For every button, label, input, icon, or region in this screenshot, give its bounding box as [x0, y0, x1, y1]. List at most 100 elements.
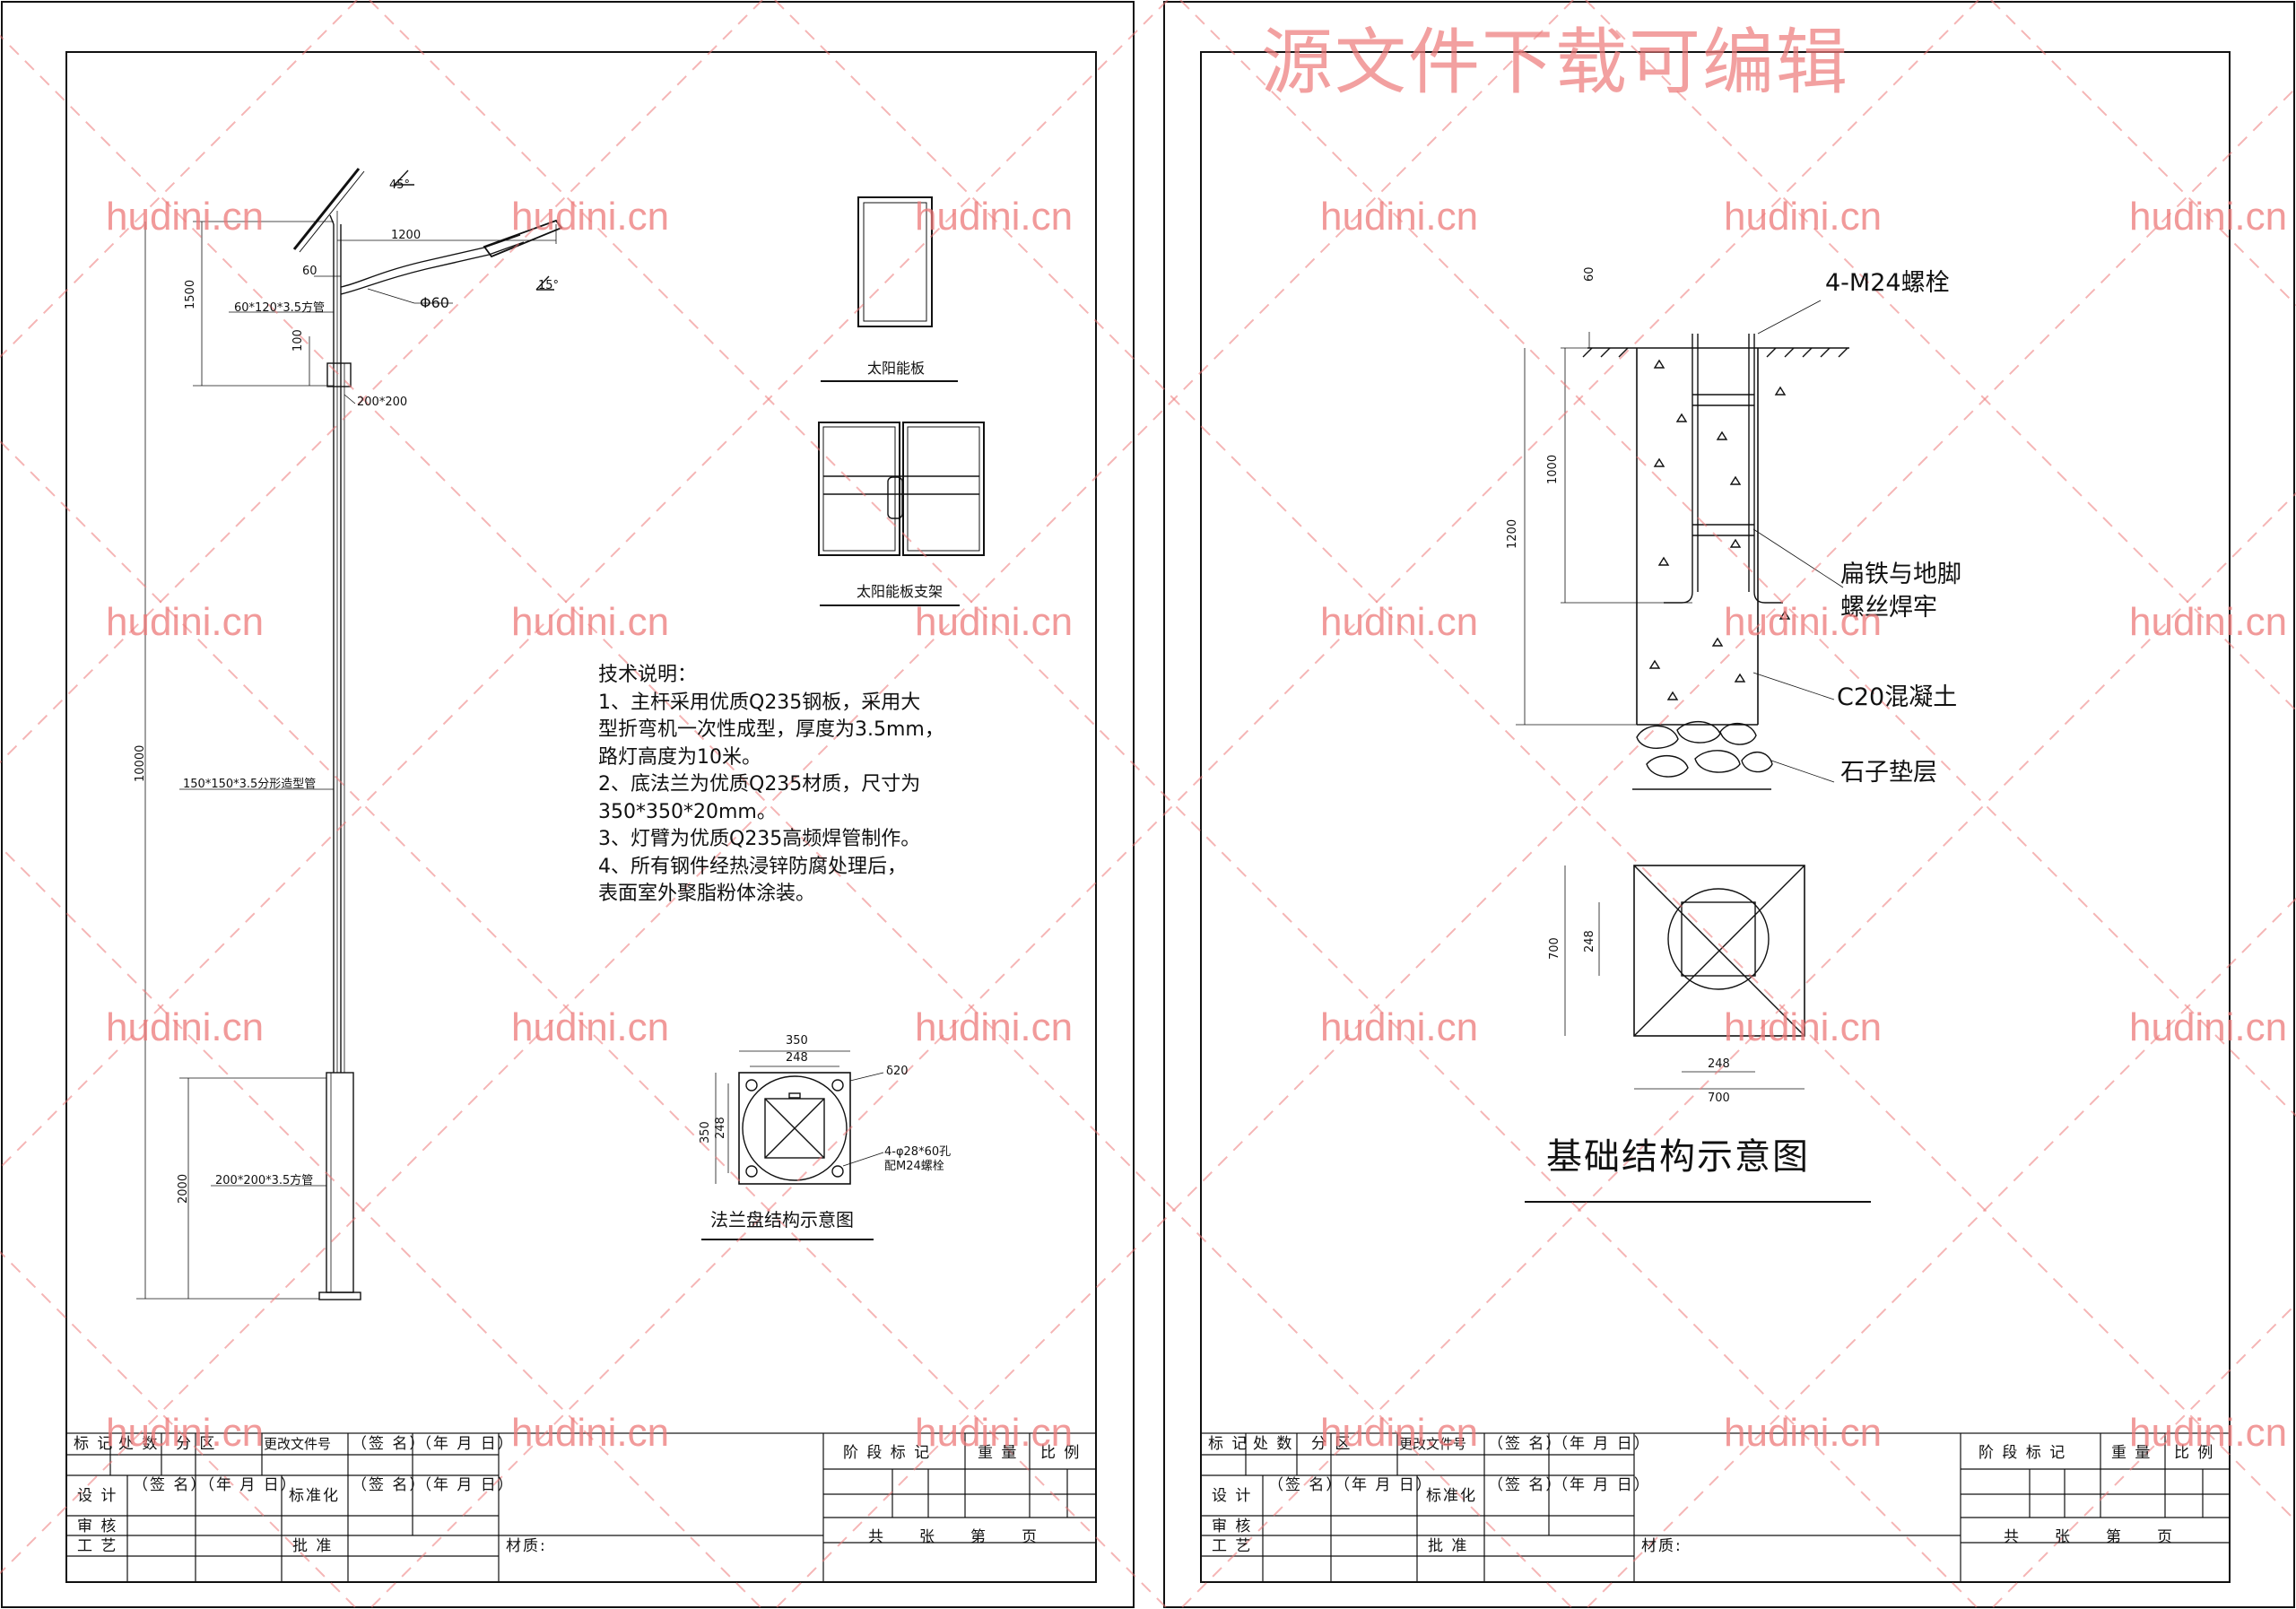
tb-craft: 工 艺 [77, 1537, 118, 1555]
watermark-diagonal [0, 0, 358, 359]
right-sheet-outer-border [1163, 1, 2295, 1608]
right-title-block [1200, 1432, 2231, 1583]
tb-craft: 工 艺 [1212, 1537, 1253, 1555]
watermark-diagonal [774, 0, 2296, 1523]
dim-upper-height: 1500 [184, 279, 197, 309]
tb-sign: （签 名） [1488, 1435, 1563, 1453]
tb-mark: 标 记 [74, 1435, 115, 1453]
foundation-bolt-label: 4-M24螺栓 [1825, 269, 1950, 297]
dim-pole-height: 10000 [134, 744, 147, 782]
watermark-text: hudini.cn [1724, 1411, 1883, 1455]
watermark-text: hudini.cn [106, 600, 265, 644]
pole-elevation [136, 168, 563, 1300]
foundation-flat-iron-2: 螺丝焊牢 [1840, 594, 1937, 622]
tb-review: 审 核 [1212, 1518, 1253, 1535]
tb-weight: 重 量 [2111, 1444, 2152, 1462]
tb-date: （年 月 日） [1552, 1435, 1651, 1453]
tb-material: 材质: [506, 1537, 547, 1555]
tb-weight: 重 量 [978, 1444, 1019, 1462]
tb-stage: 阶 段 标 记 [1979, 1444, 2067, 1462]
watermark-text: hudini.cn [511, 1411, 670, 1455]
tech-note-line: 型折弯机一次性成型，厚度为3.5mm， [598, 718, 944, 741]
dim-arm-pipe-dia: Φ60 [420, 294, 449, 311]
tb-design-sign: （签 名） [133, 1476, 208, 1494]
watermark-text: hudini.cn [2129, 1005, 2288, 1049]
plan-bottom-inner: 248 [1708, 1057, 1730, 1071]
tech-note-line: 表面室外聚脂粉体涂装。 [598, 883, 816, 905]
flange-bolt-note-1: 4-φ28*60孔 [884, 1145, 952, 1159]
foundation-embed-depth: 1000 [1546, 454, 1560, 484]
tb-design-date: （年 月 日） [1335, 1476, 1433, 1494]
watermark-text: hudini.cn [915, 600, 1074, 644]
label-square-top: 200*200 [357, 396, 408, 409]
watermark-text: hudini.cn [1320, 600, 1479, 644]
dim-base-height: 2000 [177, 1173, 190, 1204]
watermark-text: hudini.cn [106, 1411, 265, 1455]
dim-angle-top: 45° [389, 178, 411, 192]
left-sheet-outer-border [1, 1, 1135, 1608]
watermark-text: hudini.cn [1320, 195, 1479, 239]
watermark-banner: 源文件下载可编辑 [1261, 21, 1849, 104]
watermark-diagonal [369, 0, 1979, 1609]
tb-design: 设 计 [1212, 1487, 1253, 1505]
tb-date: （年 月 日） [416, 1435, 515, 1453]
dim-arm-length: 1200 [391, 229, 422, 242]
foundation-top-gap: 60 [1583, 266, 1596, 282]
foundation-title: 基础结构示意图 [1546, 1136, 1810, 1178]
tb-design: 设 计 [77, 1487, 118, 1505]
flange-side-outer: 350 [699, 1121, 712, 1144]
watermark-text: hudini.cn [106, 195, 265, 239]
tb-approve: 批 准 [292, 1537, 334, 1555]
watermark-diagonal [0, 0, 1574, 1575]
watermark-diagonal [0, 439, 1169, 1609]
watermark-text: hudini.cn [1724, 1005, 1883, 1049]
watermark-diagonal [1990, 1302, 2296, 1609]
tb-std-date: （年 月 日） [1552, 1476, 1651, 1494]
tb-zone: 分 区 [1311, 1435, 1352, 1453]
tb-design-date: （年 月 日） [199, 1476, 298, 1494]
watermark-diagonal [0, 1250, 358, 1609]
tb-pages: 共 张 第 页 [868, 1528, 1039, 1546]
label-base-tube: 200*200*3.5方管 [215, 1174, 314, 1187]
flange-hole-radius: δ20 [886, 1065, 909, 1078]
solar-frame-view [818, 422, 985, 606]
tb-std-sign: （签 名） [1488, 1476, 1563, 1494]
watermark-text: hudini.cn [915, 195, 1074, 239]
watermark-diagonal [1990, 0, 2296, 307]
watermark-text: hudini.cn [915, 1005, 1074, 1049]
dim-angle-arm: 15° [538, 279, 560, 292]
tb-standard: 标准化 [289, 1487, 340, 1505]
plan-side-outer: 700 [1548, 937, 1561, 960]
flange-inner-dim: 248 [786, 1051, 808, 1065]
foundation-plan [1525, 865, 1871, 1203]
watermark-text: hudini.cn [106, 1005, 265, 1049]
tb-count: 处 数 [118, 1435, 160, 1453]
watermark-diagonal [369, 0, 1979, 1609]
watermark-diagonal [1585, 897, 2296, 1609]
plan-bottom-outer: 700 [1708, 1092, 1730, 1105]
tb-stage: 阶 段 标 记 [843, 1444, 932, 1462]
tb-std-date: （年 月 日） [416, 1476, 515, 1494]
tb-approve: 批 准 [1428, 1537, 1469, 1555]
watermark-diagonal [1179, 491, 2296, 1609]
tb-material: 材质: [1641, 1537, 1683, 1555]
flange-title: 法兰盘结构示意图 [710, 1209, 854, 1231]
tb-count: 处 数 [1253, 1435, 1294, 1453]
flange-bolt-note-2: 配M24螺栓 [884, 1160, 944, 1173]
tb-review: 审 核 [77, 1518, 118, 1535]
tech-notes: 技术说明： 1、主杆采用优质Q235钢板，采用大 型折弯机一次性成型，厚度为3.… [598, 662, 944, 909]
tb-scale: 比 例 [2174, 1444, 2215, 1462]
tech-note-line: 4、所有钢件经热浸锌防腐处理后， [598, 855, 907, 878]
watermark-diagonal [774, 86, 2296, 1609]
plan-side-inner: 248 [1583, 930, 1596, 952]
dim-arm-gap: 60 [302, 265, 317, 278]
watermark-text: hudini.cn [511, 1005, 670, 1049]
watermark-text: hudini.cn [1320, 1005, 1479, 1049]
watermark-text: hudini.cn [2129, 600, 2288, 644]
watermark-text: hudini.cn [2129, 1411, 2288, 1455]
watermark-text: hudini.cn [511, 195, 670, 239]
watermark-text: hudini.cn [915, 1411, 1074, 1455]
